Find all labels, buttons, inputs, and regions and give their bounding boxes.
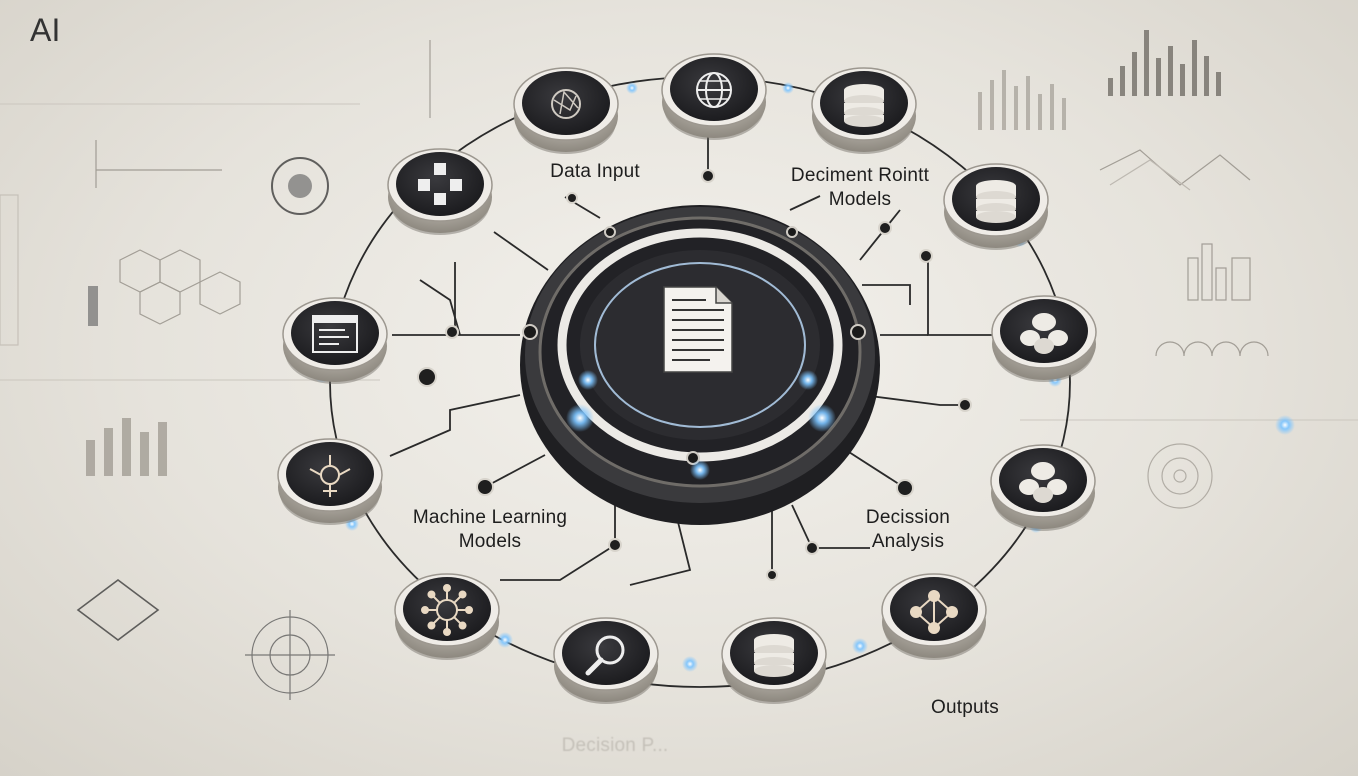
cluster-icon [1019, 462, 1067, 503]
pipeline-node-n8 [277, 438, 383, 525]
pipeline-node-n12 [721, 617, 827, 704]
label-deciment-line1: Deciment Rointt [790, 165, 930, 186]
left-bar-sketch [86, 418, 167, 476]
brain-network-icon [551, 89, 581, 119]
pipeline-node-n9 [990, 444, 1096, 531]
pipeline-node-n1 [513, 67, 619, 154]
database-icon [754, 634, 794, 677]
cubes-icon [418, 163, 462, 205]
network-graph-icon [910, 590, 958, 634]
browser-window-icon [312, 315, 358, 353]
right-bar-sketch [1108, 30, 1221, 96]
database-icon [844, 84, 884, 127]
label-decision-line2: Analysis [871, 531, 945, 552]
pipeline-node-n7 [991, 295, 1097, 382]
label-ml-line1: Machine Learning [412, 507, 568, 528]
pipeline-node-n4 [387, 148, 493, 235]
globe-icon [696, 72, 732, 108]
gear-network-icon [421, 584, 473, 636]
label-faded-decision: Decision P... [561, 735, 669, 756]
central-hub [520, 205, 880, 525]
label-decision-analysis: Decission Analysis [838, 506, 978, 554]
label-deciment-models: Deciment Rointt Models [745, 164, 975, 212]
label-ml-line2: Models [458, 531, 522, 552]
label-deciment-line2: Models [828, 189, 892, 210]
label-data-input-text: Data Input [550, 161, 640, 182]
label-outputs: Outputs [931, 697, 999, 718]
label-decision-line1: Decission [865, 507, 951, 528]
magnifier-icon [585, 635, 625, 676]
corner-label: AI [30, 12, 61, 48]
pipeline-nodes [277, 53, 1097, 704]
pipeline-node-n10 [394, 573, 500, 660]
background-sketches [0, 30, 1358, 700]
neural-node-icon [309, 455, 351, 497]
database-icon [976, 180, 1016, 223]
connector-dots [417, 169, 972, 581]
pipeline-node-n3 [811, 67, 917, 154]
right-bar-sketch-2 [978, 70, 1066, 130]
label-machine-learning: Machine Learning Models [392, 506, 588, 554]
pipeline-node-n11 [553, 617, 659, 704]
document-icon [663, 286, 733, 373]
label-data-input: Data Input [515, 160, 675, 184]
cluster-icon [1020, 313, 1068, 354]
hexagon-sketch [119, 249, 241, 325]
pipeline-node-n13 [881, 573, 987, 660]
pipeline-node-n2 [661, 53, 767, 140]
pipeline-node-n6 [282, 297, 388, 384]
pipeline-node-n5 [943, 163, 1049, 250]
